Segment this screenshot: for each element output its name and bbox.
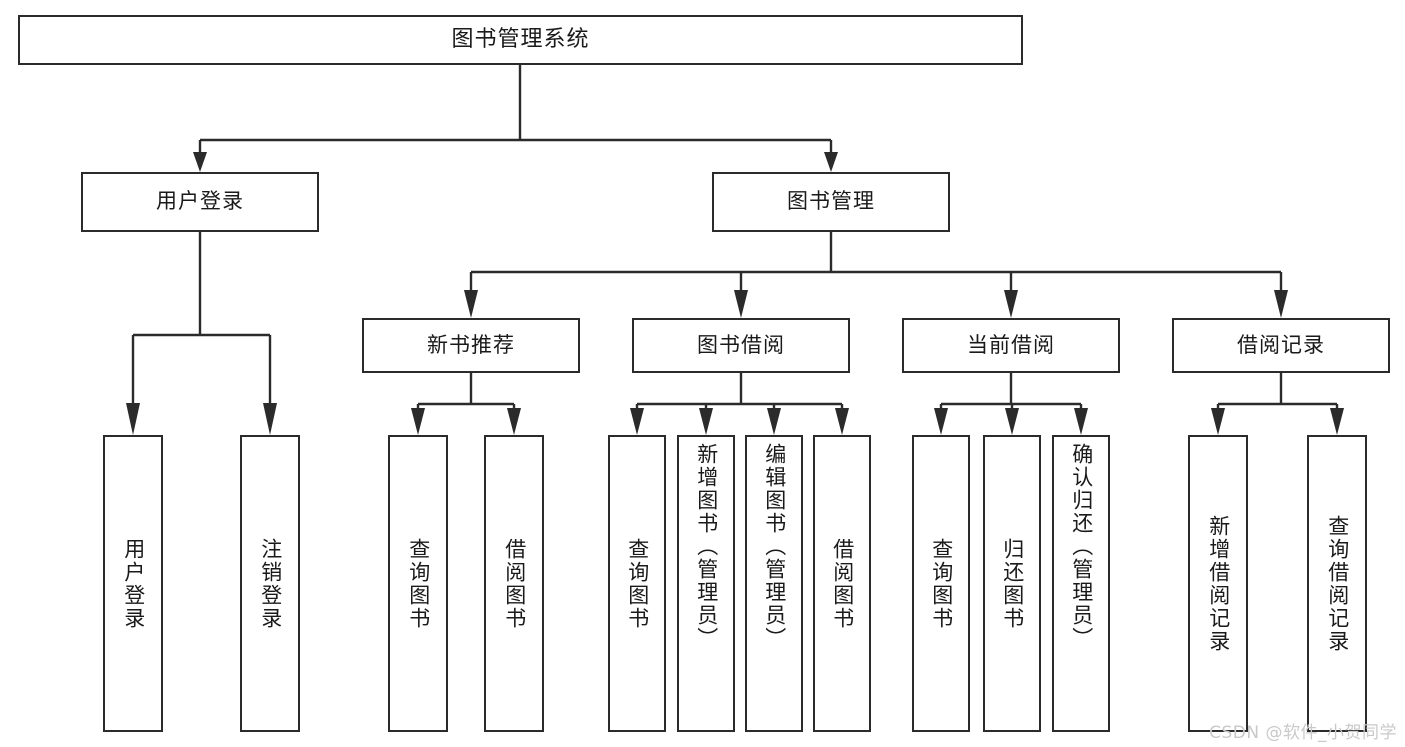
node-root-book-management-system[interactable]: 图书管理系统 bbox=[18, 15, 1023, 65]
arrowhead-leaf-current-3 bbox=[1074, 408, 1088, 435]
arrowhead-borrow bbox=[734, 290, 748, 318]
arrowhead-leaf-userlogin-1 bbox=[126, 403, 140, 435]
arrowhead-leaf-newbook-2 bbox=[507, 408, 521, 435]
arrowhead-book-mgmt bbox=[824, 152, 838, 172]
node-new-book-recommendation[interactable]: 新书推荐 bbox=[362, 318, 580, 373]
leaf-user-login[interactable]: 用户登录 bbox=[103, 435, 163, 732]
arrowhead-leaf-userlogin-2 bbox=[263, 403, 277, 435]
arrowhead-leaf-borrow-4 bbox=[835, 408, 849, 435]
arrowhead-leaf-records-1 bbox=[1211, 408, 1225, 435]
leaf-query-books-current[interactable]: 查询图书 bbox=[912, 435, 970, 732]
leaf-query-books-newbook[interactable]: 查询图书 bbox=[388, 435, 448, 732]
node-book-management[interactable]: 图书管理 bbox=[712, 172, 950, 232]
node-user-login[interactable]: 用户登录 bbox=[81, 172, 319, 232]
leaf-add-book-admin[interactable]: 新增图书（管理员） bbox=[677, 435, 735, 732]
csdn-watermark: CSDN @软件_小贺同学 bbox=[1209, 723, 1397, 743]
arrowhead-leaf-newbook-1 bbox=[411, 408, 425, 435]
arrowhead-leaf-borrow-3 bbox=[767, 408, 781, 435]
leaf-return-books[interactable]: 归还图书 bbox=[983, 435, 1041, 732]
leaf-query-borrow-record[interactable]: 查询借阅记录 bbox=[1307, 435, 1367, 732]
leaf-borrow-books-newbook[interactable]: 借阅图书 bbox=[484, 435, 544, 732]
node-current-borrowing[interactable]: 当前借阅 bbox=[902, 318, 1120, 373]
arrowhead-leaf-current-1 bbox=[934, 408, 948, 435]
node-borrowing-records[interactable]: 借阅记录 bbox=[1172, 318, 1390, 373]
leaf-logout[interactable]: 注销登录 bbox=[240, 435, 300, 732]
arrowhead-records bbox=[1274, 290, 1288, 318]
arrowhead-leaf-records-2 bbox=[1330, 408, 1344, 435]
arrowhead-newbook bbox=[464, 290, 478, 318]
arrowhead-current bbox=[1004, 290, 1018, 318]
arrowhead-user-login bbox=[193, 152, 207, 172]
arrowhead-leaf-current-2 bbox=[1005, 408, 1019, 435]
arrowhead-leaf-borrow-1 bbox=[630, 408, 644, 435]
leaf-add-borrow-record[interactable]: 新增借阅记录 bbox=[1188, 435, 1248, 732]
leaf-query-books-borrow[interactable]: 查询图书 bbox=[608, 435, 666, 732]
leaf-borrow-books[interactable]: 借阅图书 bbox=[813, 435, 871, 732]
arrowheads bbox=[126, 152, 1344, 435]
leaf-confirm-return-admin[interactable]: 确认归还（管理员） bbox=[1052, 435, 1110, 732]
node-book-borrowing[interactable]: 图书借阅 bbox=[632, 318, 850, 373]
arrowhead-leaf-borrow-2 bbox=[699, 408, 713, 435]
leaf-edit-book-admin[interactable]: 编辑图书（管理员） bbox=[745, 435, 803, 732]
